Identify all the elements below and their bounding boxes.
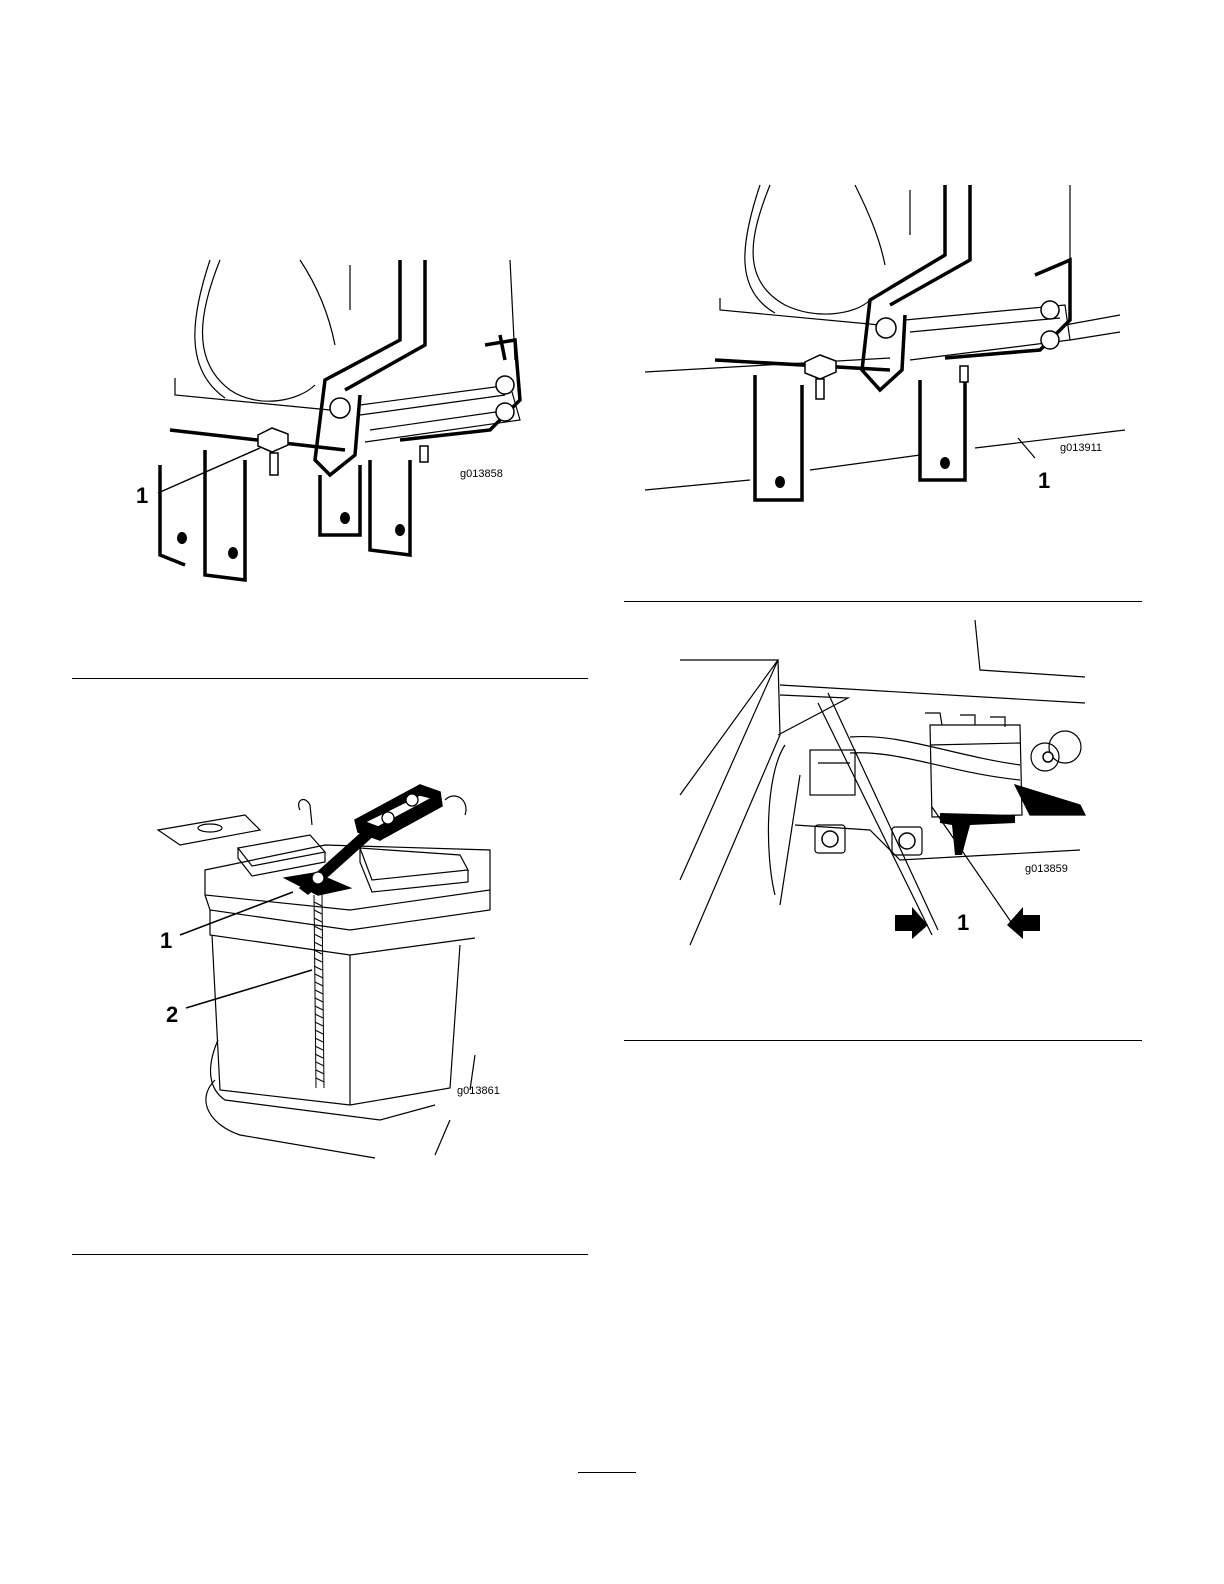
figure-divider [624, 601, 1142, 602]
figure-id: g013859 [1025, 863, 1068, 875]
leader-line [130, 250, 570, 590]
figure-divider [72, 1254, 588, 1255]
figure-g013861: 1 2 g013861 [150, 770, 530, 1170]
callout-1: 1 [957, 910, 969, 936]
figure-id: g013858 [460, 468, 503, 480]
illustration-pump-bracket [670, 615, 1100, 955]
illustration-pump-mount-right [640, 180, 1130, 520]
figure-divider [624, 1040, 1142, 1041]
callout-1: 1 [1038, 468, 1050, 494]
leader-lines [150, 770, 530, 1170]
figure-divider [72, 678, 588, 679]
figure-id: g013861 [457, 1085, 500, 1097]
figure-id: g013911 [1060, 442, 1102, 454]
figure-g013859: g013859 1 [670, 615, 1100, 955]
figure-g013911: g013911 1 [640, 180, 1130, 520]
figure-g013858: 1 g013858 [130, 250, 570, 590]
page-number-rule [578, 1472, 636, 1473]
